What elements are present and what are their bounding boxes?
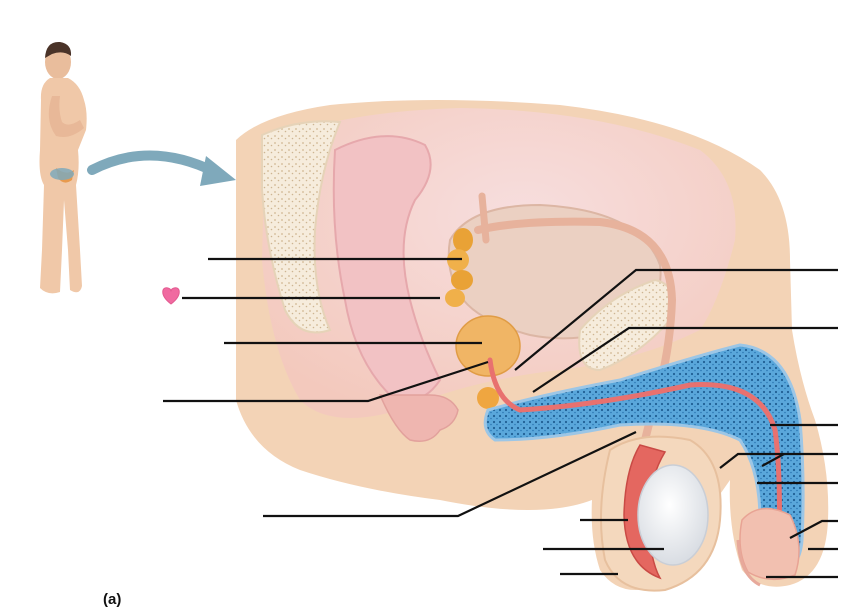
pointer-arrow [87, 150, 236, 186]
anal-canal [378, 394, 459, 442]
ureter [478, 192, 490, 244]
leader-lines [163, 257, 838, 579]
bulbourethral-gland [477, 387, 499, 409]
rectum [332, 135, 442, 401]
leader-line-12 [789, 519, 838, 539]
ductus-deferens [474, 217, 677, 504]
heart-icon [162, 287, 180, 305]
glans-penis [739, 507, 800, 581]
leader-line-10 [761, 453, 785, 467]
figure-body [39, 78, 87, 294]
leader-line-7 [532, 326, 838, 393]
panel-label: (a) [103, 591, 122, 608]
leader-line-4 [163, 360, 489, 403]
leader-line-6 [514, 268, 838, 371]
sagittal-section [236, 100, 829, 592]
leader-line-9 [719, 452, 838, 469]
sacrum [261, 120, 342, 334]
leader-line-5 [263, 431, 637, 518]
human-figure-inset [39, 41, 87, 294]
figure-genital-marker [50, 168, 74, 180]
prostate-gland [455, 315, 521, 377]
testis [637, 464, 709, 566]
prepuce [736, 539, 761, 587]
figure-hair [45, 41, 72, 58]
figure-arm [48, 96, 84, 137]
urethra [487, 357, 782, 573]
